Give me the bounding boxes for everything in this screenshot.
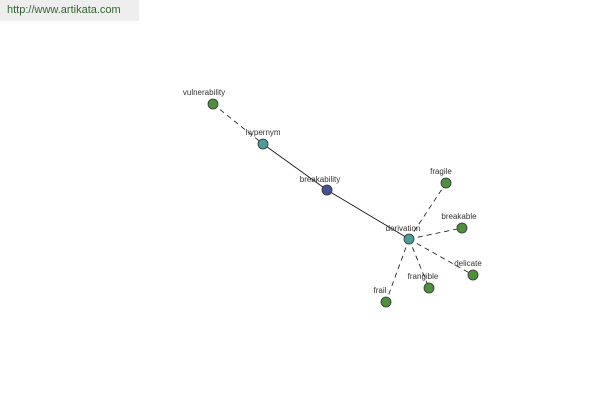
- site-url[interactable]: http://www.artikata.com: [0, 0, 139, 21]
- node-marker-derivation: [403, 233, 415, 245]
- node-marker-delicate: [467, 269, 479, 281]
- node-derivation[interactable]: derivation: [386, 224, 421, 245]
- edge-derivation-fragile: [408, 182, 447, 240]
- node-label-vulnerability: vulnerability: [183, 88, 225, 97]
- node-vulnerability[interactable]: vulnerability: [183, 88, 225, 110]
- nodes-layer: vulnerability hypernym breakability derivat…: [183, 88, 482, 308]
- node-marker-frail: [380, 296, 392, 308]
- node-label-breakability: breakability: [300, 175, 340, 184]
- node-frail[interactable]: frail: [374, 286, 392, 308]
- node-marker-vulnerability: [207, 98, 219, 110]
- node-marker-frangible: [423, 282, 435, 294]
- edges-layer: [212, 103, 474, 303]
- node-hypernym[interactable]: hypernym: [245, 128, 281, 150]
- edge-derivation-frail: [385, 238, 410, 303]
- node-marker-breakable: [456, 222, 468, 234]
- node-label-derivation: derivation: [386, 224, 421, 233]
- edge-derivation-delicate: [408, 238, 474, 276]
- edge-vulnerability-hypernym: [212, 103, 264, 145]
- node-label-delicate: delicate: [454, 259, 482, 268]
- node-label-fragile: fragile: [430, 167, 452, 176]
- edge-breakability-derivation: [326, 189, 410, 240]
- node-delicate[interactable]: delicate: [454, 259, 482, 281]
- node-breakability[interactable]: breakability: [300, 175, 340, 196]
- node-marker-breakability: [321, 184, 333, 196]
- node-label-hypernym: hypernym: [245, 128, 280, 137]
- node-frangible[interactable]: frangible: [408, 272, 439, 294]
- node-breakable[interactable]: breakable: [441, 212, 477, 234]
- edge-derivation-breakable: [408, 227, 463, 240]
- node-marker-hypernym: [257, 138, 269, 150]
- node-label-breakable: breakable: [441, 212, 477, 221]
- node-label-frail: frail: [374, 286, 387, 295]
- node-label-frangible: frangible: [408, 272, 439, 281]
- node-marker-fragile: [440, 177, 452, 189]
- node-fragile[interactable]: fragile: [430, 167, 452, 189]
- edge-hypernym-breakability: [262, 143, 328, 191]
